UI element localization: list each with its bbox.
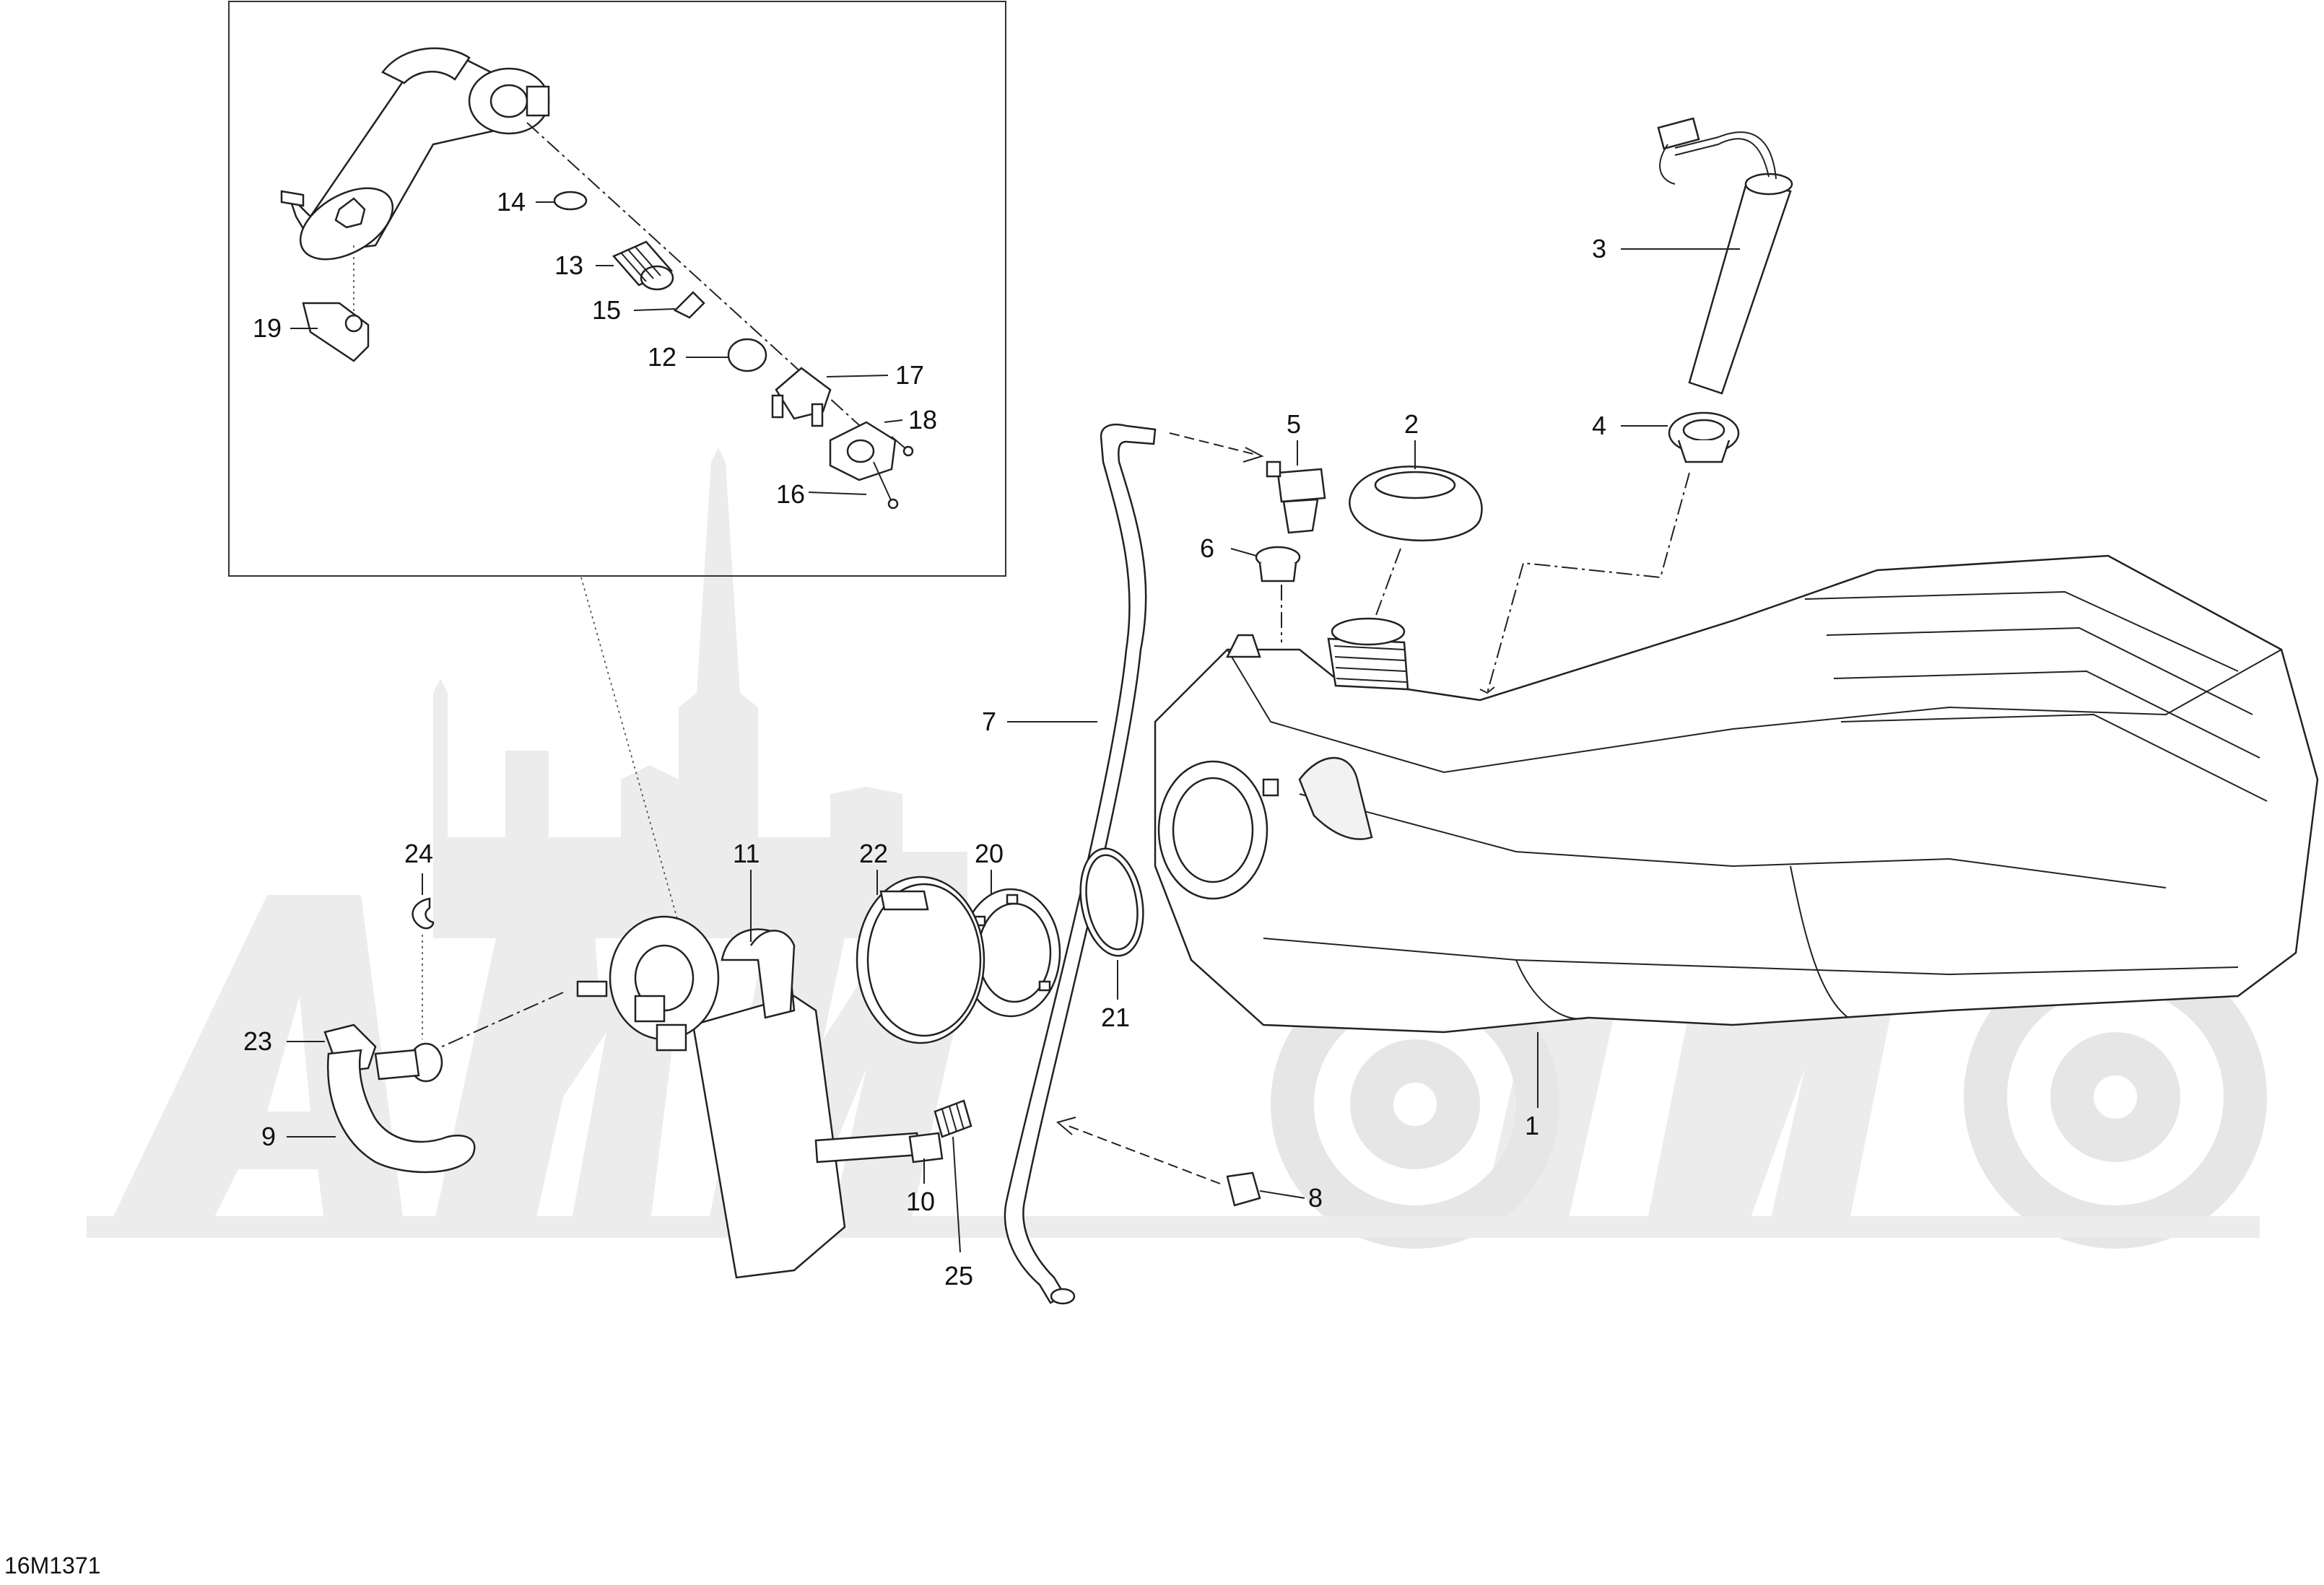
part-20-lock-ring: [960, 888, 1061, 1018]
part-9-fuel-hose: [327, 1049, 476, 1174]
part-8-hose-clip: [1226, 1171, 1261, 1207]
callout-20: 20: [975, 839, 1004, 868]
inset-pump-body: [280, 47, 550, 261]
fuel-tank: [1154, 554, 2319, 1034]
inset-part-17-regulator: [771, 367, 832, 427]
inset-part-19-clip: [302, 302, 370, 362]
filler-neck: [1327, 617, 1409, 691]
inset-reference-line: [580, 577, 679, 925]
callout-23: 23: [243, 1026, 272, 1056]
inset-assembly-axis: [526, 122, 892, 455]
vent-port: [1225, 634, 1261, 658]
leader-lines: [287, 201, 1740, 1253]
detail-inset-frame: [228, 1, 1006, 577]
sender-assembly-axis: [1487, 472, 1690, 694]
callout-3: 3: [1592, 234, 1606, 263]
part-6-grommet: [1255, 546, 1301, 582]
callout-6: 6: [1200, 533, 1214, 563]
callout-7: 7: [982, 707, 996, 736]
part-24-clip: [412, 897, 435, 930]
callout-21: 21: [1101, 1003, 1130, 1032]
callout-14: 14: [497, 187, 526, 217]
inset-part-13-filter: [612, 240, 674, 291]
part-22-hose-clamp: [856, 876, 985, 1044]
part-25-spring: [933, 1099, 972, 1138]
callout-17: 17: [895, 360, 924, 390]
callout-1: 1: [1525, 1111, 1539, 1140]
callout-5: 5: [1287, 409, 1301, 439]
watermark-skyline: [433, 447, 967, 938]
callout-8: 8: [1308, 1183, 1323, 1213]
inset-part-12-oring: [727, 338, 767, 372]
callout-19: 19: [253, 313, 282, 343]
callout-15: 15: [592, 295, 621, 325]
part-11-fuel-pump: [576, 915, 920, 1279]
callout-9: 9: [261, 1122, 276, 1151]
callout-10: 10: [906, 1187, 935, 1216]
inset-part-15-seal: [673, 291, 705, 319]
diagram-reference-code: 16M1371: [4, 1553, 100, 1579]
callout-24: 24: [404, 839, 433, 868]
inset-part-16-screws: [873, 436, 914, 510]
part-2-filler-cap: [1349, 466, 1483, 542]
callout-labels: 1 2 3 4 5 6 7 8 9 10 11 12 13 14 15 16 1…: [243, 187, 1606, 1291]
part-4-grommet: [1668, 411, 1740, 463]
callout-18: 18: [908, 405, 937, 435]
part-21-oring: [1079, 847, 1144, 957]
callout-25: 25: [944, 1261, 973, 1291]
part-10-fitting: [908, 1132, 944, 1163]
part-3-sender-tube: [1657, 117, 1793, 395]
callout-22: 22: [859, 839, 888, 868]
pump-assembly-axis: [425, 992, 564, 1055]
inset-part-14-oring: [553, 191, 588, 211]
callout-16: 16: [776, 479, 805, 509]
callout-2: 2: [1404, 409, 1419, 439]
watermark-baseline: [87, 1216, 2260, 1238]
part-7-vent-hose: [1004, 423, 1157, 1305]
callout-4: 4: [1592, 411, 1606, 440]
part-5-rollover-valve: [1266, 460, 1326, 534]
callout-11: 11: [733, 839, 760, 868]
callout-13: 13: [554, 250, 583, 280]
inset-part-18-gasket: [829, 421, 897, 481]
callout-12: 12: [648, 342, 676, 372]
